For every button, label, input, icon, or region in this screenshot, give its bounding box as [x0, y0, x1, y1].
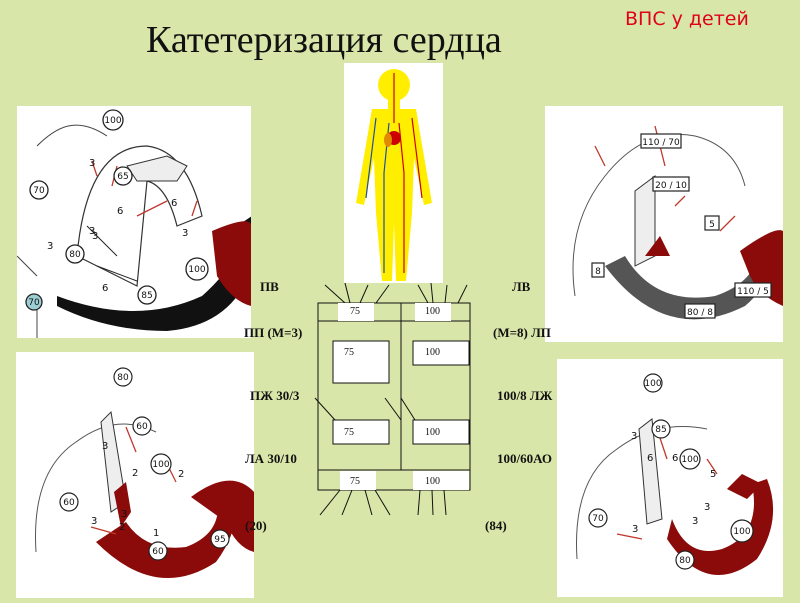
label-lp: (М=8) ЛП: [493, 325, 551, 340]
tr-value: 110 / 5: [737, 287, 769, 297]
tl-value: 80: [69, 250, 81, 260]
bl-small: 2: [119, 522, 125, 533]
br-value: 70: [592, 514, 604, 524]
tl-small: 3: [89, 226, 95, 237]
heart-illustration-bottom-right: 100 85 100 70 100 80 3 6 6 5 3 3 3: [576, 373, 774, 575]
value-right: 100: [425, 306, 440, 317]
diagram-bottom-left: 80 60 100 60 60 95 3 3 2 3 2 1 2: [16, 352, 254, 598]
tr-value: 110 / 70: [642, 138, 680, 148]
bl-small: 3: [102, 441, 108, 452]
label-sat-right: (84): [485, 518, 507, 533]
tl-value: 65: [117, 172, 128, 182]
value-right: 100: [425, 347, 440, 358]
value-left: 75: [344, 427, 354, 438]
br-value: 100: [644, 379, 661, 389]
tl-small: 3: [89, 158, 95, 169]
br-value: 100: [681, 455, 698, 465]
heart-illustration-top-right: 110 / 70 20 / 10 5 8 110 / 5 80 / 8: [572, 125, 783, 320]
value-left: 75: [350, 476, 360, 487]
bl-small: 3: [121, 509, 127, 520]
bl-value: 60: [152, 547, 164, 557]
bl-value: 100: [152, 460, 169, 470]
value-left: 75: [350, 306, 360, 317]
diagram-bottom-right: 100 85 100 70 100 80 3 6 6 5 3 3 3: [557, 359, 783, 597]
bl-small: 1: [153, 528, 159, 539]
br-small: 5: [710, 469, 716, 480]
circulation-figure: [356, 69, 432, 281]
tr-value: 5: [709, 220, 715, 230]
tl-value: 70: [33, 186, 45, 196]
br-small: 3: [632, 524, 638, 535]
br-small: 6: [647, 453, 653, 464]
tl-value: 85: [141, 291, 152, 301]
tl-value: 100: [104, 116, 121, 126]
br-small: 6: [672, 453, 678, 464]
label-lv: ЛВ: [512, 279, 531, 294]
value-right: 100: [425, 476, 440, 487]
bl-small: 2: [178, 469, 184, 480]
value-right: 100: [425, 427, 440, 438]
br-value: 80: [679, 556, 691, 566]
pressure-circles: [59, 367, 230, 561]
br-value: 85: [655, 425, 666, 435]
pressure-circles: [25, 109, 209, 311]
br-small: 3: [692, 516, 698, 527]
label-lzh: 100/8 ЛЖ: [497, 388, 553, 403]
tr-value: 20 / 10: [655, 181, 687, 191]
slide-title: Катетеризация сердца: [146, 19, 502, 61]
tl-small: 6: [117, 206, 123, 217]
diagram-top-right: 110 / 70 20 / 10 5 8 110 / 5 80 / 8: [545, 106, 783, 342]
bl-small: 2: [132, 468, 138, 479]
pressure-circles: [588, 373, 754, 570]
label-sat-left: (20): [245, 518, 267, 533]
label-pzh: ПЖ 30/3: [250, 388, 300, 403]
tr-value: 8: [595, 267, 601, 277]
label-ao: 100/60АО: [497, 451, 552, 466]
bl-value: 60: [63, 498, 75, 508]
bl-small: 3: [91, 516, 97, 527]
diagram-top-left: 100 65 70 80 100 85 70 3 3 6 3 6 6 3 3: [16, 106, 252, 338]
value-left: 75: [344, 347, 354, 358]
heart-illustration-bottom-left: 80 60 100 60 60 95 3 3 2 3 2 1 2: [35, 367, 254, 578]
bl-value: 95: [214, 535, 225, 545]
tr-value: 80 / 8: [687, 308, 713, 318]
bl-value: 80: [117, 373, 129, 383]
tl-value: 70: [28, 298, 40, 308]
br-small: 3: [631, 431, 637, 442]
tl-small: 3: [92, 231, 98, 242]
pressure-boxes: [591, 133, 772, 319]
tl-small: 6: [171, 198, 177, 209]
label-pp: ПП (М=3): [244, 325, 303, 340]
tl-value: 100: [188, 265, 205, 275]
label-pv: ПВ: [260, 279, 279, 294]
tl-small: 3: [182, 228, 188, 239]
br-value: 100: [733, 527, 750, 537]
tl-small: 3: [47, 241, 53, 252]
slide-tag: ВПС у детей: [625, 8, 749, 30]
heart-illustration-top-left: 100 65 70 80 100 85 70 3 3 6 3 6 6 3 3: [16, 109, 252, 338]
bl-value: 60: [136, 422, 148, 432]
br-small: 3: [704, 502, 710, 513]
label-la: ЛА 30/10: [245, 451, 297, 466]
tl-small: 6: [102, 283, 108, 294]
body-illustration: [344, 63, 443, 283]
